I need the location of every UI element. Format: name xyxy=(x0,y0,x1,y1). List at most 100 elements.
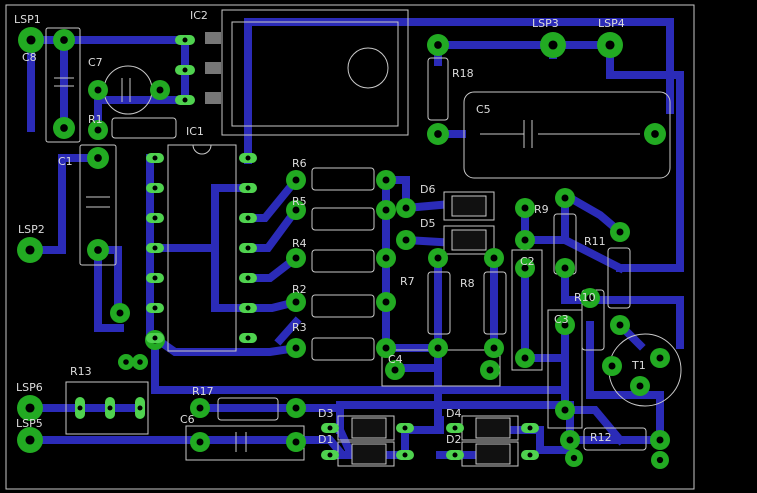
d6-label: D6 xyxy=(420,183,436,196)
pad-drill xyxy=(26,35,36,45)
pad-drill xyxy=(382,254,390,262)
pad-drill xyxy=(152,155,158,161)
pad-drill xyxy=(292,176,300,184)
ic2-tab xyxy=(205,32,221,104)
pad-drill xyxy=(152,305,158,311)
pad-drill xyxy=(182,97,188,103)
r6-label: R6 xyxy=(292,157,307,170)
pad-drill xyxy=(434,130,442,138)
pad-drill xyxy=(391,366,399,374)
pad-drill xyxy=(490,254,498,262)
pad-drill xyxy=(292,344,300,352)
pad-drill xyxy=(561,406,569,414)
r1-label: R1 xyxy=(88,113,103,126)
pad-drill xyxy=(434,254,442,262)
c5-label: C5 xyxy=(476,103,491,116)
pad-drill xyxy=(382,344,390,352)
pad-drill xyxy=(605,40,615,50)
pad-drill xyxy=(636,382,644,390)
pad-drill xyxy=(382,206,390,214)
pad-drill xyxy=(452,425,458,431)
c2-label: C2 xyxy=(520,255,535,268)
d2-label: D2 xyxy=(446,433,462,446)
pad-drill xyxy=(561,264,569,272)
r9-label: R9 xyxy=(534,203,549,216)
r11-label: R11 xyxy=(584,235,606,248)
pad-drill xyxy=(656,436,664,444)
c1-label: C1 xyxy=(58,155,73,168)
pad-drill xyxy=(245,275,251,281)
t1-label: T1 xyxy=(632,359,646,372)
pad-drill xyxy=(521,204,529,212)
pad-drill xyxy=(116,309,124,317)
r8-label: R8 xyxy=(460,277,475,290)
r17-label: R17 xyxy=(192,385,214,398)
pad-drill xyxy=(527,425,533,431)
pad-drill xyxy=(137,359,143,365)
lsp5-label: LSP5 xyxy=(16,417,43,430)
r3-label: R3 xyxy=(292,321,307,334)
pad-drill xyxy=(182,37,188,43)
diode-bodies xyxy=(351,195,511,465)
c7-label: C7 xyxy=(88,56,103,69)
pad-drill xyxy=(156,86,164,94)
lsp1-label: LSP1 xyxy=(14,13,41,26)
pad-drill xyxy=(402,204,410,212)
pad-drill xyxy=(608,362,616,370)
pad-drill xyxy=(245,305,251,311)
d5-label: D5 xyxy=(420,217,436,230)
pad-drill xyxy=(327,425,333,431)
lsp2-label: LSP2 xyxy=(18,223,45,236)
pad-drill xyxy=(182,67,188,73)
pads xyxy=(17,27,670,469)
pad-drill xyxy=(25,403,35,413)
pad-drill xyxy=(94,126,102,134)
pad-drill xyxy=(292,206,300,214)
pad-drill xyxy=(566,436,574,444)
ic1-label: IC1 xyxy=(186,125,204,138)
pad-drill xyxy=(60,124,68,132)
board-outline xyxy=(5,4,695,490)
pad-drill xyxy=(77,405,83,411)
pad-drill xyxy=(486,366,494,374)
d1-label: D1 xyxy=(318,433,334,446)
lsp4-label: LSP4 xyxy=(598,17,625,30)
pad-drill xyxy=(152,335,158,341)
ic2-label: IC2 xyxy=(190,9,208,22)
pad-drill xyxy=(527,452,533,458)
d4-label: D4 xyxy=(446,407,462,420)
r2-label: R2 xyxy=(292,283,307,296)
pad-drill xyxy=(196,404,204,412)
pad-drill xyxy=(123,359,129,365)
pad-drill xyxy=(107,405,113,411)
r12-label: R12 xyxy=(590,431,612,444)
r7-label: R7 xyxy=(400,275,415,288)
c3-label: C3 xyxy=(554,313,569,326)
r13-label: R13 xyxy=(70,365,92,378)
pad-drill xyxy=(521,264,529,272)
pad-drill xyxy=(656,354,664,362)
pad-drill xyxy=(25,245,35,255)
lsp3-label: LSP3 xyxy=(532,17,559,30)
pad-drill xyxy=(561,194,569,202)
pad-drill xyxy=(490,344,498,352)
lsp6-label: LSP6 xyxy=(16,381,43,394)
pad-drill xyxy=(656,456,664,464)
pad-drill xyxy=(382,298,390,306)
pad-drill xyxy=(548,40,558,50)
pad-drill xyxy=(245,155,251,161)
pad-drill xyxy=(152,275,158,281)
d3-label: D3 xyxy=(318,407,334,420)
pad-drill xyxy=(382,176,390,184)
r18-label: R18 xyxy=(452,67,474,80)
pad-drill xyxy=(94,86,102,94)
pad-drill xyxy=(292,438,300,446)
pad-drill xyxy=(521,354,529,362)
pad-drill xyxy=(25,435,35,445)
pad-drill xyxy=(292,254,300,262)
c8-label: C8 xyxy=(22,51,37,64)
pad-drill xyxy=(152,215,158,221)
pad-drill xyxy=(402,452,408,458)
pad-drill xyxy=(245,245,251,251)
